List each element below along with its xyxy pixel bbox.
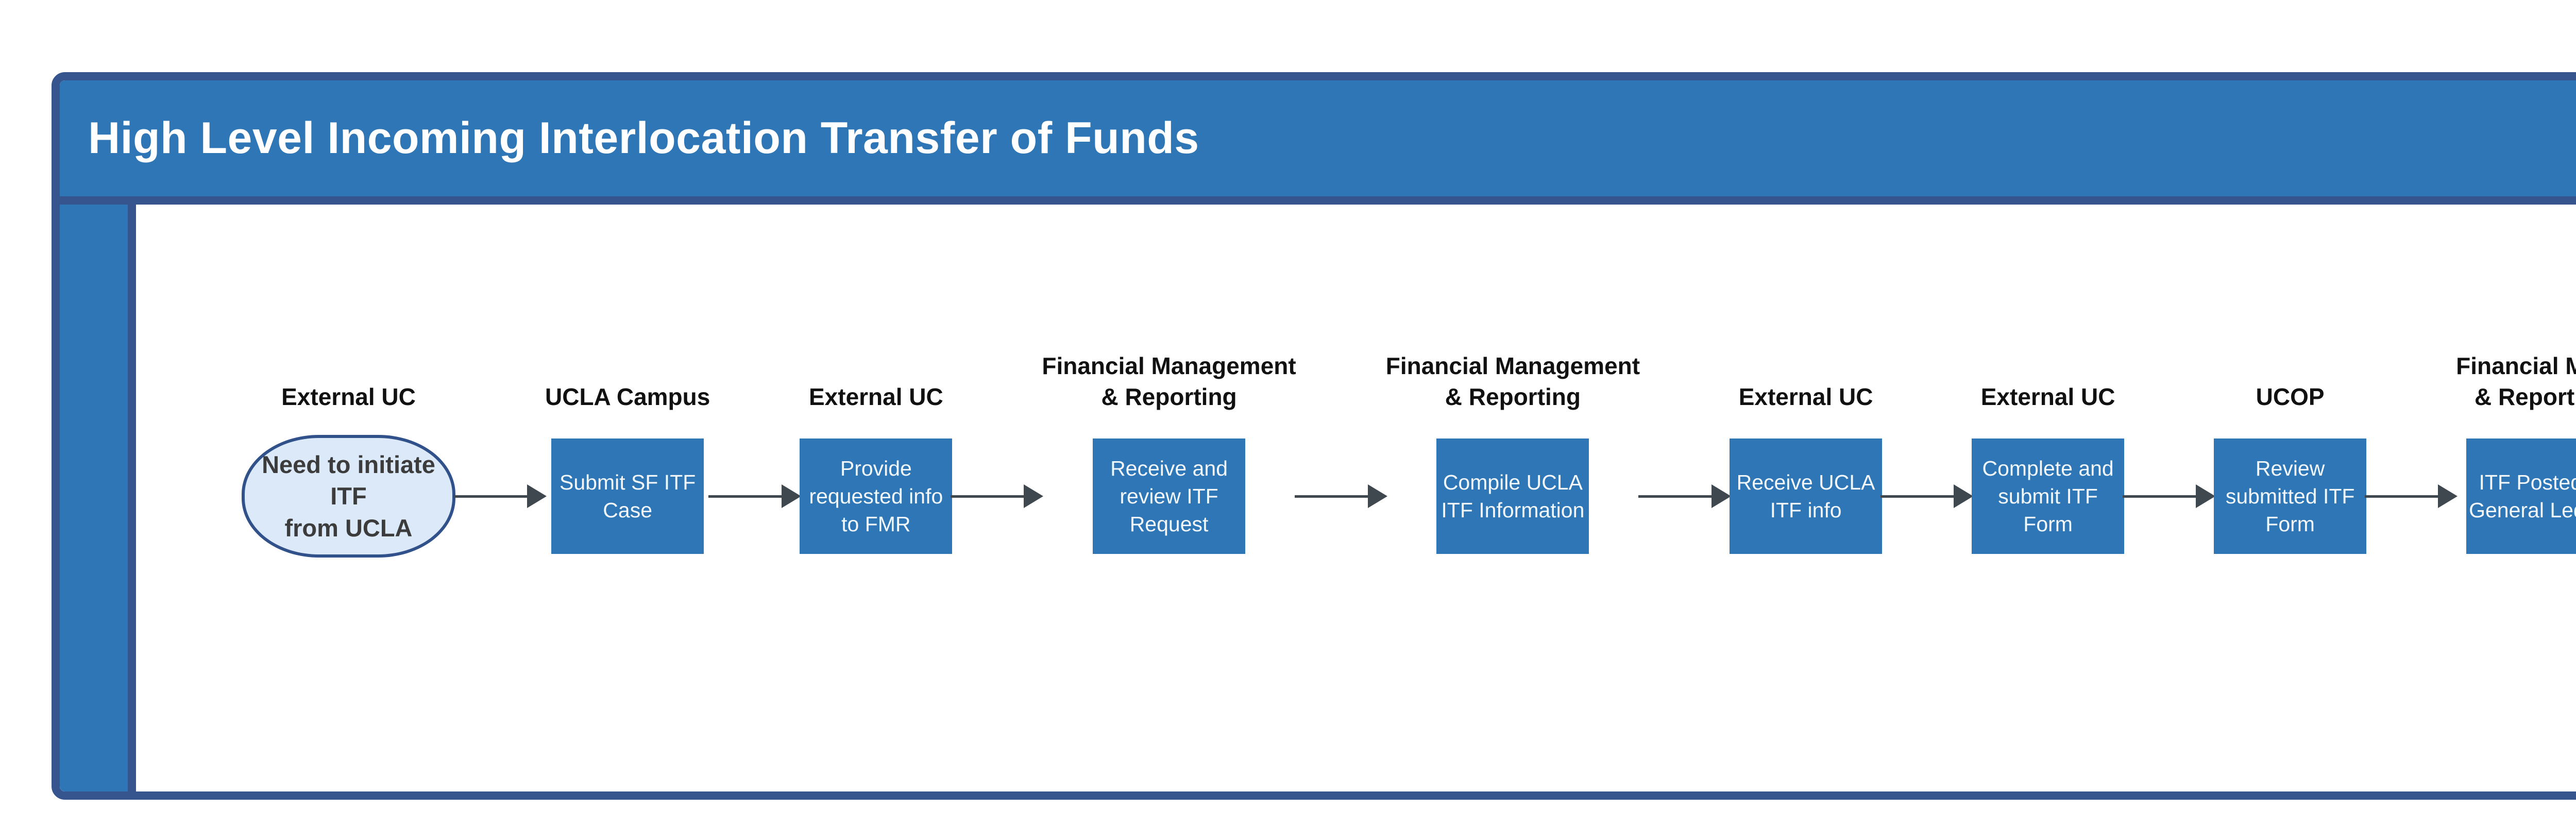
flow-arrow [1638, 434, 1732, 558]
shape-holder: Provide requested info to FMR [800, 434, 953, 558]
flow-step: UCLA Campus Submit SF ITF Case [545, 381, 710, 558]
arrow-line [454, 495, 528, 498]
step-actor-label: External UC [1980, 383, 2115, 411]
lane-content: External UC Need to initiate ITF from UC… [136, 205, 2576, 791]
arrow-line [1880, 495, 1954, 498]
step-actor-label: Financial Mgmt & Reporting [2456, 352, 2576, 411]
arrow-line [1294, 495, 1368, 498]
arrow-head-icon [527, 484, 547, 508]
pool-header: High Level Incoming Interlocation Transf… [60, 80, 2576, 205]
step-actor-label: Financial Management & Reporting [1385, 352, 1640, 411]
lane-header-strip [60, 205, 136, 791]
step-actor-label: External UC [281, 383, 416, 411]
pool-body: External UC Need to initiate ITF from UC… [60, 205, 2576, 791]
flow-step: External UC Receive UCLA ITF info [1730, 381, 1883, 558]
process-shape: Receive UCLA ITF info [1730, 439, 1883, 554]
process-shape: Compile UCLA ITF Information [1436, 439, 1589, 554]
arrow-head-icon [1024, 484, 1044, 508]
shape-holder: Submit SF ITF Case [551, 434, 704, 558]
process-shape: Complete and submit ITF Form [1972, 439, 2125, 554]
arrow-head-icon [1711, 484, 1732, 508]
arrow-line [2123, 495, 2196, 498]
step-actor-label: External UC [808, 383, 943, 411]
flow-step: External UC Complete and submit ITF Form [1972, 381, 2125, 558]
process-shape: ITF Posted to General Ledger [2466, 439, 2576, 554]
shape-holder: Complete and submit ITF Form [1972, 434, 2125, 558]
flow-step: Financial Management & Reporting Receive… [1042, 350, 1296, 558]
arrow-head-icon [1367, 484, 1387, 508]
step-actor-label: UCOP [2256, 383, 2325, 411]
step-actor-label: External UC [1738, 383, 1873, 411]
shape-holder: ITF Posted to General Ledger [2466, 434, 2576, 558]
flow-step: External UC Need to initiate ITF from UC… [242, 381, 455, 558]
shape-holder: Receive and review ITF Request [1093, 434, 1246, 558]
arrow-line [951, 495, 1024, 498]
flow-arrow [1880, 434, 1974, 558]
shape-holder: Review submitted ITF Form [2214, 434, 2367, 558]
diagram-title: High Level Incoming Interlocation Transf… [88, 113, 1199, 163]
arrow-head-icon [782, 484, 802, 508]
flow-step: Financial Mgmt & Reporting ITF Posted to… [2456, 350, 2576, 558]
flow-arrow [708, 434, 802, 558]
step-actor-label: Financial Management & Reporting [1042, 352, 1296, 411]
arrow-head-icon [2196, 484, 2216, 508]
shape-holder: Compile UCLA ITF Information [1436, 434, 1589, 558]
process-shape: Review submitted ITF Form [2214, 439, 2367, 554]
process-shape: Submit SF ITF Case [551, 439, 704, 554]
process-shape: Receive and review ITF Request [1093, 439, 1246, 554]
flow-arrow [1294, 434, 1387, 558]
flow-row: External UC Need to initiate ITF from UC… [136, 205, 2576, 558]
flow-arrow [454, 434, 547, 558]
flow-arrow [951, 434, 1044, 558]
flow-step: External UC Provide requested info to FM… [800, 381, 953, 558]
flow-step: Financial Management & Reporting Compile… [1386, 350, 1640, 558]
step-actor-label: UCLA Campus [545, 383, 710, 411]
flow-arrow [2123, 434, 2216, 558]
terminator-shape: Need to initiate ITF from UCLA [242, 435, 455, 558]
shape-holder: Receive UCLA ITF info [1730, 434, 1883, 558]
arrow-line [2365, 495, 2438, 498]
process-shape: Provide requested info to FMR [800, 439, 953, 554]
shape-holder: Need to initiate ITF from UCLA [242, 434, 455, 558]
arrow-line [708, 495, 782, 498]
process-pool: High Level Incoming Interlocation Transf… [52, 72, 2576, 800]
arrow-line [1638, 495, 1712, 498]
flow-step: UCOP Review submitted ITF Form [2214, 381, 2367, 558]
flow-arrow [2365, 434, 2458, 558]
arrow-head-icon [1954, 484, 1974, 508]
arrow-head-icon [2438, 484, 2458, 508]
